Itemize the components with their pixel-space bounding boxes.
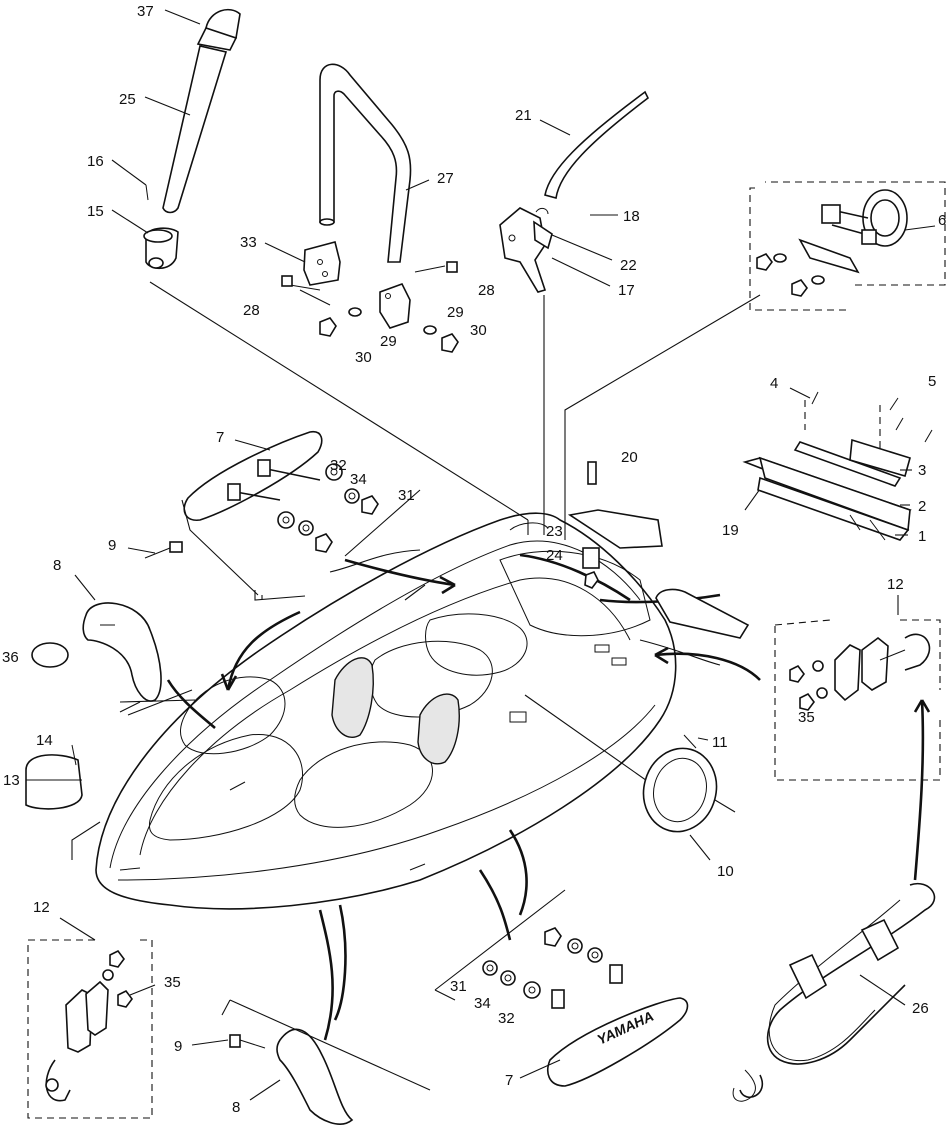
callout-28b: 28 xyxy=(478,282,495,299)
callout-14: 14 xyxy=(36,732,53,749)
callout-32b: 32 xyxy=(498,1010,515,1027)
callout-2: 2 xyxy=(918,498,926,515)
skeg-plates xyxy=(742,391,933,541)
rub-rail-pieces xyxy=(567,461,750,639)
callout-5: 5 xyxy=(928,373,936,390)
tie-down-strap xyxy=(732,882,936,1102)
callout-7a: 7 xyxy=(216,429,224,446)
callout-34a: 34 xyxy=(350,471,367,488)
callout-21: 21 xyxy=(515,107,532,124)
callout-16: 16 xyxy=(87,153,104,170)
callout-31b: 31 xyxy=(450,978,467,995)
tie-down-kit-left xyxy=(27,939,153,1119)
callout-6: 6 xyxy=(938,212,946,229)
callout-22: 22 xyxy=(620,257,637,274)
callout-15: 15 xyxy=(87,203,104,220)
callout-1: 1 xyxy=(918,528,926,545)
boat-hull xyxy=(95,512,677,910)
ski-tow-bar xyxy=(281,63,459,353)
callout-11: 11 xyxy=(712,734,728,751)
callout-labels: 37 25 16 15 27 33 28 28 29 29 30 30 21 1… xyxy=(2,3,946,1116)
access-plate xyxy=(642,734,718,833)
callout-4: 4 xyxy=(770,375,778,392)
callout-19: 19 xyxy=(722,522,739,539)
callout-18: 18 xyxy=(623,208,640,225)
callout-26: 26 xyxy=(912,1000,929,1017)
callout-9b: 9 xyxy=(174,1038,182,1055)
callout-35b: 35 xyxy=(164,974,181,991)
callout-8b: 8 xyxy=(232,1099,240,1116)
callout-23: 23 xyxy=(546,523,563,540)
callout-12b: 12 xyxy=(33,899,50,916)
callout-9a: 9 xyxy=(108,537,116,554)
grab-handle-bottom xyxy=(221,999,431,1125)
tie-down-kit-right xyxy=(774,619,941,781)
callout-13: 13 xyxy=(3,772,20,789)
callout-35a: 35 xyxy=(798,709,815,726)
callout-12a: 12 xyxy=(887,576,904,593)
callout-29b: 29 xyxy=(380,333,397,350)
flag-mount xyxy=(499,90,650,293)
callout-25: 25 xyxy=(119,91,136,108)
callout-34b: 34 xyxy=(474,995,491,1012)
callout-7b: 7 xyxy=(505,1072,513,1089)
grab-handle-left xyxy=(82,541,193,716)
callout-30b: 30 xyxy=(470,322,487,339)
bow-eye-kit xyxy=(749,181,946,311)
ski-tow-pole xyxy=(143,8,241,270)
callout-3: 3 xyxy=(918,462,926,479)
cleat-top xyxy=(181,430,421,596)
callout-28a: 28 xyxy=(243,302,260,319)
callout-20: 20 xyxy=(621,449,638,466)
callout-36: 36 xyxy=(2,649,19,666)
callout-32a: 32 xyxy=(330,457,347,474)
callout-37: 37 xyxy=(137,3,154,20)
nav-lights xyxy=(25,642,83,810)
callout-10: 10 xyxy=(717,863,734,880)
callout-leaders xyxy=(59,9,936,1101)
callout-33: 33 xyxy=(240,234,257,251)
callout-27: 27 xyxy=(437,170,454,187)
callout-31a: 31 xyxy=(398,487,415,504)
cleat-bottom: YAMAHA xyxy=(434,889,689,1087)
callout-24: 24 xyxy=(546,547,563,564)
callout-30a: 30 xyxy=(355,349,372,366)
callout-17: 17 xyxy=(618,282,635,299)
callout-8a: 8 xyxy=(53,557,61,574)
callout-29a: 29 xyxy=(447,304,464,321)
